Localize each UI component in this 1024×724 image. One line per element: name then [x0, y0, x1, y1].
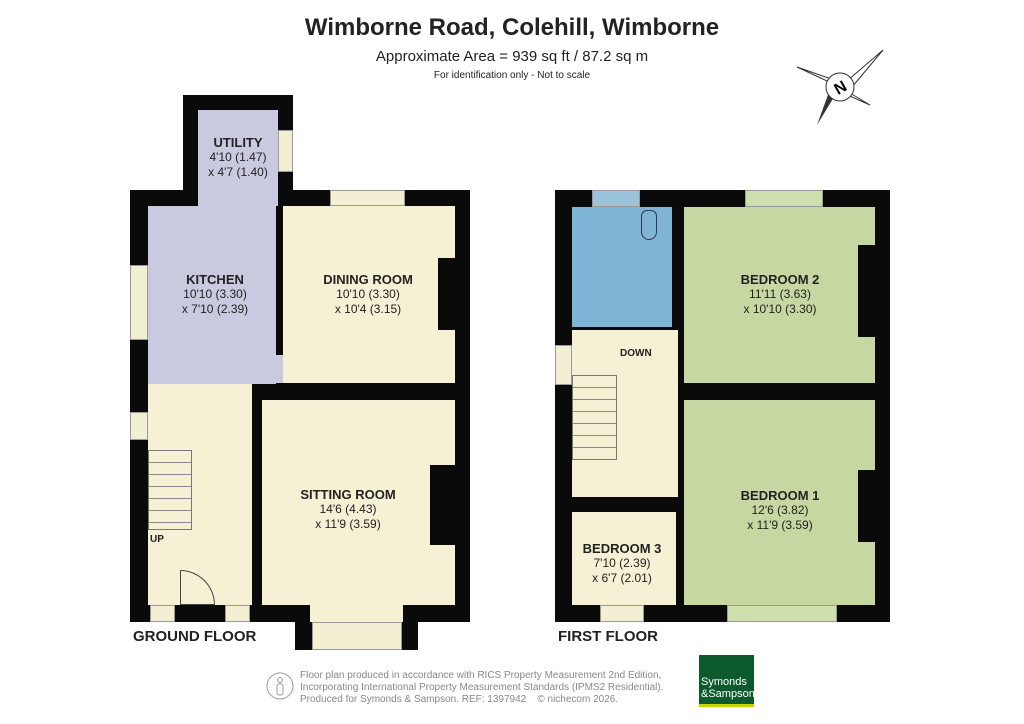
approximate-area: Approximate Area = 939 sq ft / 87.2 sq m — [375, 48, 649, 65]
ground-floor-label: GROUND FLOOR — [133, 628, 257, 645]
copyright: © nichecom 2026. — [537, 694, 619, 705]
footer-line-2: Incorporating International Property Mea… — [300, 682, 664, 693]
stairs-down-label: DOWN — [620, 348, 652, 359]
toilet-icon — [641, 210, 657, 240]
footer-text: Floor plan produced in accordance with R… — [300, 670, 664, 706]
symonds-sampson-logo: Symonds&Sampson — [699, 655, 755, 707]
sitting-room — [262, 400, 455, 605]
footer-line-1: Floor plan produced in accordance with R… — [300, 670, 662, 681]
bedroom-3 — [572, 512, 676, 605]
disclaimer: For identification only - Not to scale — [433, 70, 591, 81]
compass-icon: N — [796, 49, 884, 125]
footer-line-3: Produced for Symonds & Sampson. REF: 139… — [300, 694, 527, 705]
plan-title: Wimborne Road, Colehill, Wimborne — [304, 14, 720, 41]
kitchen-room — [148, 206, 276, 384]
stairs-up-label: UP — [150, 534, 164, 545]
staircase — [148, 450, 192, 530]
dining-room — [283, 206, 455, 383]
staircase — [572, 375, 617, 460]
accessibility-person-icon — [266, 672, 294, 700]
bedroom-2 — [684, 207, 875, 383]
bedroom-1 — [684, 400, 875, 605]
bathroom — [572, 207, 672, 327]
utility-room — [198, 110, 278, 206]
first-floor-label: FIRST FLOOR — [558, 628, 658, 645]
